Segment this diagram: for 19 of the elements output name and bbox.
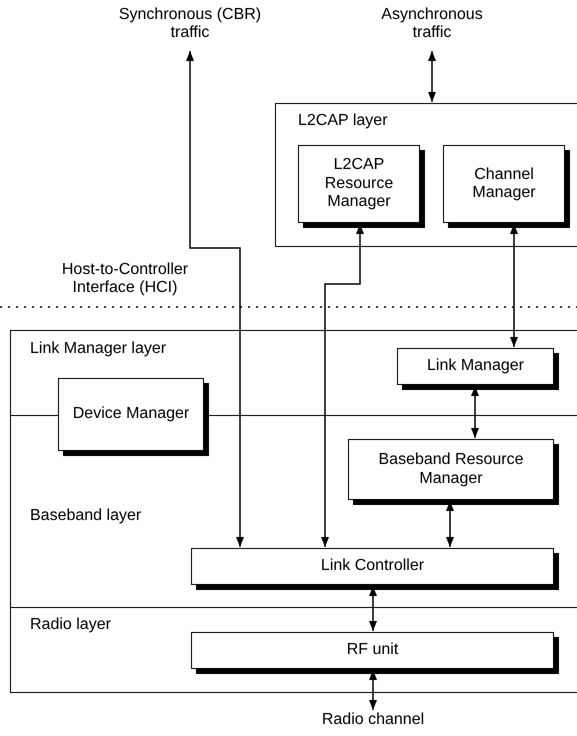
layer-title: Baseband layer [30,507,142,525]
layer-title: Link Manager layer [30,340,166,358]
box-label: RF unit [346,641,400,660]
layer-panel [10,607,577,693]
box-label: Link Manager [426,357,525,376]
layer-panel [275,103,577,247]
layer-title: L2CAP layer [298,112,388,130]
interface-label: Host-to-Controller Interface (HCI) [60,261,190,298]
layer-title: Radio layer [30,616,111,634]
box-label: Link Controller [320,557,426,576]
flow-label: Synchronous (CBR) traffic [105,6,275,50]
flow-label: Radio channel [293,711,453,733]
arrow [186,51,244,547]
box-label: Baseband Resource Manager [378,451,524,488]
arrow [428,51,436,102]
box-label: L2CAP Resource Manager [324,156,394,212]
box-label: Channel Manager [471,166,537,202]
box-label: Device Manager [72,405,190,424]
flow-label: Asynchronous traffic [360,6,504,50]
